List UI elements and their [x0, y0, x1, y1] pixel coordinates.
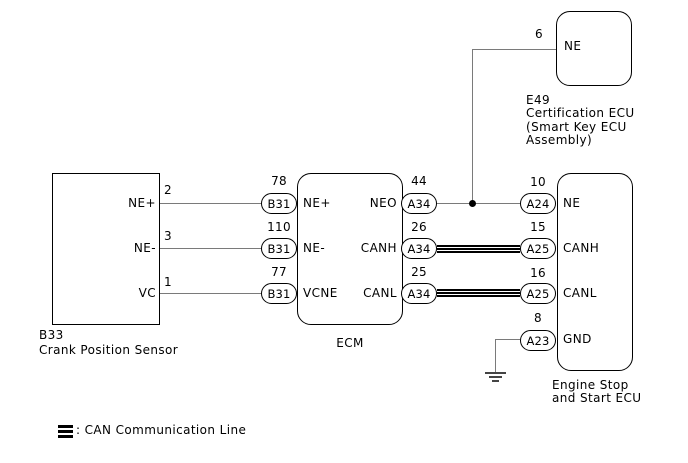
ecm-pin-number-78: 78 [271, 174, 287, 188]
connector-a25-15: A25 [520, 238, 556, 259]
ss-label-canh: CANH [563, 241, 600, 255]
connector-b31-77: B31 [261, 283, 297, 304]
cert-pin-number-6: 6 [535, 27, 543, 41]
ecm-caption: ECM [336, 336, 364, 350]
ss-pin-number-10: 10 [530, 175, 546, 189]
connector-a24-10: A24 [520, 193, 556, 214]
ecm-pin-number-77: 77 [271, 265, 287, 279]
wire-vc [160, 293, 261, 294]
ss-label-ne: NE [563, 196, 581, 210]
connector-a34-26: A34 [401, 238, 437, 259]
ecm-label-canh: CANH [360, 241, 397, 255]
sensor-wire-number-3: 3 [164, 229, 172, 243]
ecm-pin-number-110: 110 [267, 220, 291, 234]
ecm-pin-number-44: 44 [411, 174, 427, 188]
wire-ne-plus [160, 203, 261, 204]
connector-b31-110: B31 [261, 238, 297, 259]
sensor-pin-label-vc: VC [138, 286, 156, 300]
wire-neo [437, 203, 520, 204]
wire-e49-vertical [472, 49, 473, 204]
sensor-pin-label-ne-plus: NE+ [128, 196, 156, 210]
sensor-pin-label-ne-minus: NE- [133, 241, 156, 255]
ss-pin-number-16: 16 [530, 266, 546, 280]
ecm-label-neo: NEO [369, 196, 397, 210]
sensor-id-caption: B33 [39, 328, 64, 342]
ss-pin-number-8: 8 [534, 311, 542, 325]
connector-a25-16: A25 [520, 283, 556, 304]
wire-gnd-vertical [495, 339, 496, 373]
sensor-box [52, 173, 160, 325]
ss-caption-line1: Engine Stop [552, 378, 629, 392]
sensor-wire-number-2: 2 [164, 183, 172, 197]
junction-dot [469, 200, 476, 207]
ss-label-canl: CANL [563, 286, 597, 300]
ss-caption-line2: and Start ECU [552, 391, 642, 406]
cert-caption: E49 Certification ECU (Smart Key ECU Ass… [526, 93, 635, 148]
ss-label-gnd: GND [563, 332, 592, 346]
cert-label-ne: NE [564, 39, 582, 53]
ss-pin-number-15: 15 [530, 220, 546, 234]
ecm-label-canl: CANL [363, 286, 397, 300]
can-line-canh [437, 245, 520, 253]
cert-caption-line4: Assembly) [526, 133, 593, 148]
certification-ecu-box [556, 11, 632, 86]
ecm-pin-number-25: 25 [411, 265, 427, 279]
wire-ne-minus [160, 248, 261, 249]
cert-caption-line3: (Smart Key ECU [526, 119, 627, 134]
cert-caption-line1: E49 [526, 93, 551, 107]
ss-caption: Engine Stop and Start ECU [552, 378, 642, 406]
ecm-label-ne-minus: NE- [303, 241, 326, 255]
connector-a34-44: A34 [401, 193, 437, 214]
stop-start-ecu-box [557, 173, 633, 371]
connector-b31-78: B31 [261, 193, 297, 214]
wire-e49-horizontal [472, 49, 556, 50]
connector-a34-25: A34 [401, 283, 437, 304]
can-line-legend-icon [58, 425, 73, 438]
ecm-label-vcne: VCNE [303, 286, 338, 300]
wire-gnd-horizontal [495, 339, 520, 340]
legend-label: : CAN Communication Line [76, 423, 247, 437]
can-line-canl [437, 289, 520, 297]
cert-caption-line2: Certification ECU [526, 106, 635, 121]
ecm-label-ne-plus: NE+ [303, 196, 331, 210]
ecm-box [297, 173, 403, 325]
connector-a23-8: A23 [520, 330, 556, 351]
sensor-wire-number-1: 1 [164, 275, 172, 289]
ecm-pin-number-26: 26 [411, 220, 427, 234]
sensor-name-caption: Crank Position Sensor [39, 343, 179, 357]
